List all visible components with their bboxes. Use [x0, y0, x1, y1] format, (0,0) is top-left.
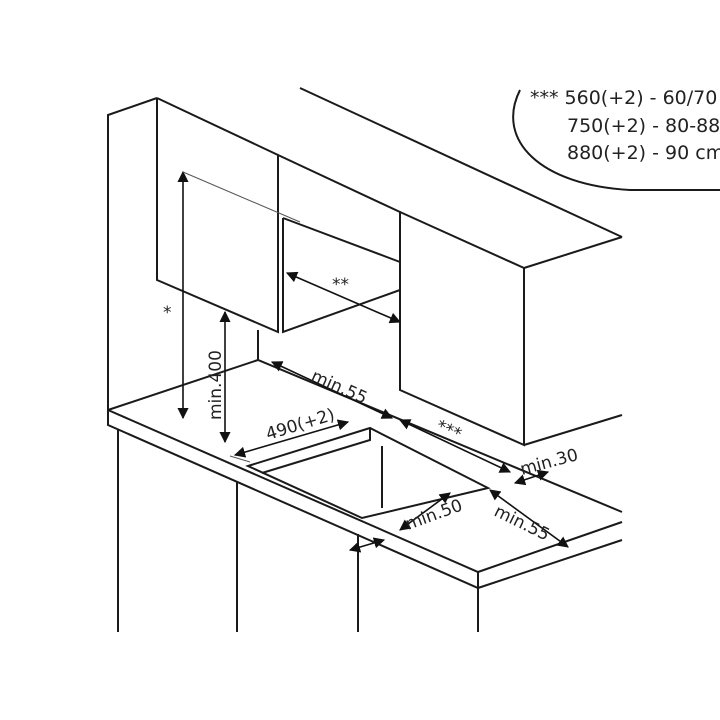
label-triple-star: ***: [433, 416, 464, 445]
label-min400: min.400: [206, 350, 226, 420]
wall-outline: [107, 87, 623, 513]
upper-cabinets: [156, 97, 623, 447]
note-line-1: *** 560(+2) - 60/70 cm: [530, 87, 720, 109]
note-line-2: 750(+2) - 80-88 cm: [567, 115, 720, 137]
label-min55-back: min.55: [308, 366, 370, 408]
label-double-star: **: [332, 275, 349, 295]
label-star: *: [163, 303, 172, 323]
label-min30: min.30: [518, 445, 580, 480]
note-line-3: 880(+2) - 90 cm: [567, 142, 720, 164]
label-width-490: 490(+2): [264, 405, 338, 445]
dimension-lines: [177, 170, 569, 553]
note-ellipse: [512, 89, 720, 191]
countertop: [107, 409, 623, 590]
label-min55-right: min.55: [491, 502, 553, 546]
base-cabinets: [117, 430, 479, 632]
